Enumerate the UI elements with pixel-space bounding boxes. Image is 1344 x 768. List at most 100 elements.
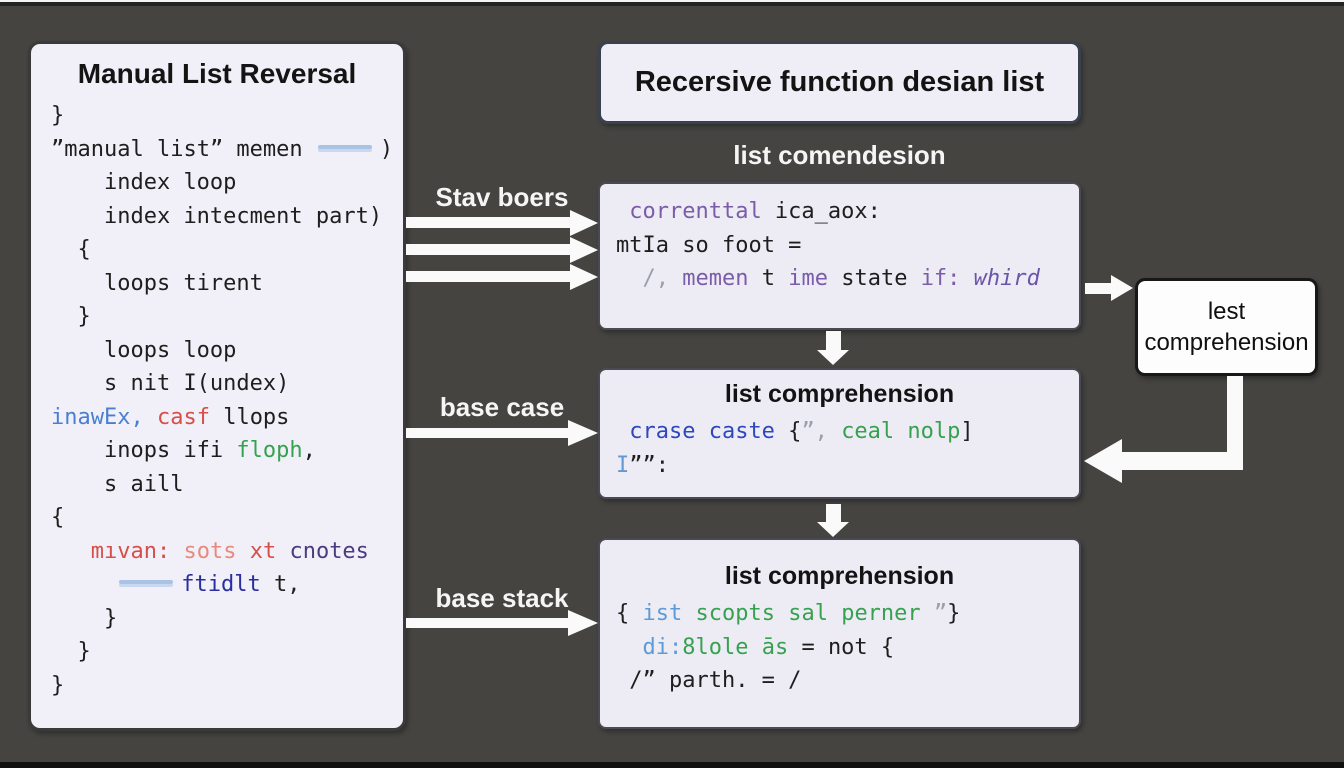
section-label: list comendesion	[733, 140, 946, 170]
code-segment: ftidlt	[181, 572, 261, 597]
code-segment: }	[51, 672, 65, 698]
code-segment: floph	[236, 438, 303, 463]
code-segment: ”manual list” memen	[51, 136, 316, 162]
code-line: /, memen t ime state if: whird	[616, 262, 1079, 296]
code-segment: ceal nolp	[841, 419, 961, 444]
code-segment	[276, 539, 289, 564]
code-segment: scopts sal perner	[695, 601, 921, 626]
scribble-mark	[119, 580, 174, 584]
top-white-strip	[0, 0, 1344, 2]
code-segment: casf	[156, 404, 210, 430]
scribble-mark	[317, 144, 372, 149]
code-segment: }	[77, 304, 91, 329]
l-arrow-vertical-segment	[1227, 376, 1243, 470]
top-dark-strip	[0, 2, 1344, 6]
code-line: ftidlt t,	[51, 568, 403, 602]
code-segment: if:	[920, 266, 974, 291]
box1-code: correnttal ica_aox: mtIa so foot = /, meme…	[616, 195, 1079, 296]
code-segment: index intecment part)	[103, 203, 383, 229]
code-line: ”manual list” memen )	[51, 133, 403, 167]
base-case-label: base case	[439, 392, 565, 422]
code-box-3: list comprehension { ist scopts sal pern…	[598, 538, 1081, 729]
box3-title: list comprehension	[724, 562, 955, 590]
code-segment: inops ifi	[103, 438, 237, 463]
side-box-line1: lest	[1207, 298, 1246, 325]
code-box-1: correnttal ica_aox: mtIa so foot = /, meme…	[598, 182, 1081, 330]
box2-code: crase caste {”, ceal nolp]I””:	[616, 415, 1079, 482]
code-segment: s nit I(undex)	[103, 371, 290, 396]
code-segment: ”	[933, 601, 948, 626]
code-segment: correnttal	[629, 199, 762, 224]
code-line: }	[51, 669, 403, 703]
code-segment: ””:	[629, 452, 669, 478]
code-segment: /” parth. = /	[629, 668, 802, 693]
code-segment: sots	[183, 538, 237, 564]
code-box-2: list comprehension crase caste {”, ceal …	[598, 368, 1081, 499]
code-line: loops tirent	[51, 267, 403, 301]
code-line: /” parth. = /	[616, 664, 1079, 698]
code-segment: ,	[302, 438, 316, 463]
lest-comprehension-box: lest comprehension	[1135, 278, 1318, 376]
code-segment: }	[77, 639, 91, 664]
code-segment: {	[616, 601, 643, 626]
code-line: di:8lole ās = not {	[616, 631, 1079, 665]
code-segment: xt	[249, 538, 277, 564]
code-segment: )	[379, 136, 394, 162]
code-segment: t	[748, 266, 789, 291]
code-line: mıvan: sots xt cnotes	[51, 535, 403, 569]
code-line: }	[51, 300, 403, 334]
code-segment: di:	[642, 634, 683, 660]
code-line: crase caste {”, ceal nolp]	[616, 415, 1079, 449]
code-line: correnttal ica_aox:	[616, 195, 1079, 229]
code-segment: ist	[642, 601, 683, 626]
code-segment	[921, 601, 934, 626]
code-segment: whird	[973, 266, 1040, 291]
code-line: {	[51, 501, 403, 535]
code-line: }	[51, 99, 403, 133]
code-segment: {	[77, 237, 91, 262]
code-segment: {	[774, 419, 802, 444]
header-box-title: Recersive function desian list	[634, 66, 1045, 98]
code-segment: memen	[682, 266, 749, 291]
code-line: { ist scopts sal perner ”}	[616, 597, 1079, 631]
code-segment: s aill	[103, 471, 184, 497]
code-segment: = not {	[788, 634, 895, 660]
code-line: index loop	[51, 166, 403, 200]
code-segment: }	[947, 601, 961, 626]
code-line: inawEx, casf llops	[51, 401, 403, 435]
code-segment: inawEx,	[51, 404, 144, 430]
code-segment: mtIa so foot =	[616, 232, 802, 258]
code-segment: t,	[260, 572, 301, 597]
recursive-function-header-box: Recersive function desian list	[598, 41, 1081, 124]
code-line: I””:	[616, 449, 1079, 483]
code-segment: I	[616, 452, 630, 478]
code-segment: llops	[209, 404, 290, 430]
box2-title: list comprehension	[724, 380, 955, 408]
left-panel-title: Manual List Reversal	[77, 58, 357, 89]
bottom-dark-strip	[0, 762, 1344, 768]
code-segment: ”,	[801, 419, 842, 444]
box3-code: { ist scopts sal perner ”}di:8lole ās = …	[616, 597, 1079, 698]
code-segment: }	[103, 605, 118, 631]
code-segment: ica_aox:	[761, 199, 881, 224]
code-segment	[144, 405, 157, 430]
code-line: index intecment part)	[51, 200, 403, 234]
code-line: }	[51, 602, 403, 636]
code-segment: index loop	[103, 170, 237, 195]
code-line: loops loop	[51, 334, 403, 368]
code-segment: ]	[960, 419, 974, 444]
code-segment	[682, 601, 695, 626]
code-segment: loops loop	[103, 337, 237, 363]
code-segment: mıvan:	[90, 538, 171, 564]
code-line: }	[51, 635, 403, 669]
stav-boers-label: Stav boers	[435, 182, 569, 212]
code-line: inops ifi floph,	[51, 434, 403, 468]
code-segment: cnotes	[289, 538, 369, 564]
code-segment: state	[827, 266, 921, 291]
code-segment: crase caste	[629, 419, 775, 444]
code-segment: 8lole ās	[682, 634, 789, 660]
code-segment: {	[51, 505, 65, 530]
code-line: mtIa so foot =	[616, 229, 1079, 263]
